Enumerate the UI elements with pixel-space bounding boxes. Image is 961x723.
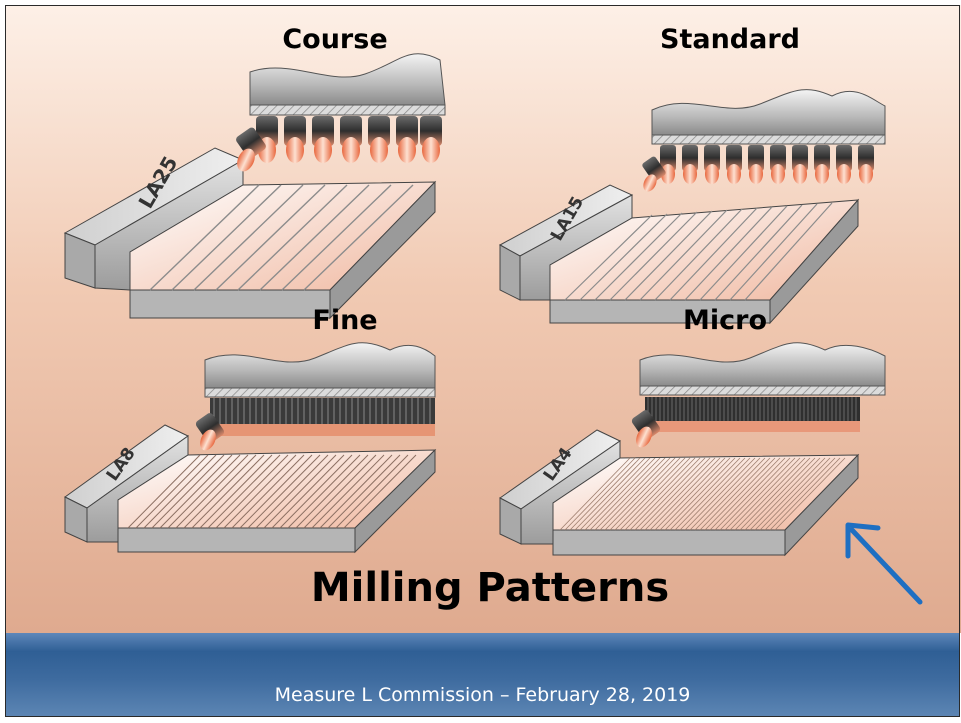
diagram-micro xyxy=(499,342,886,557)
label-course: Course xyxy=(282,24,388,55)
label-fine: Fine xyxy=(312,305,378,336)
slide-title: Milling Patterns xyxy=(310,565,670,611)
label-micro: Micro xyxy=(683,305,767,336)
pointer-arrow xyxy=(845,522,923,605)
diagram-fine xyxy=(64,342,437,554)
footer-text: Measure L Commission – February 28, 2019 xyxy=(274,684,691,706)
diagram-standard xyxy=(498,89,886,325)
diagram-course xyxy=(63,53,446,320)
label-standard: Standard xyxy=(660,24,800,55)
footer-band xyxy=(5,633,960,717)
